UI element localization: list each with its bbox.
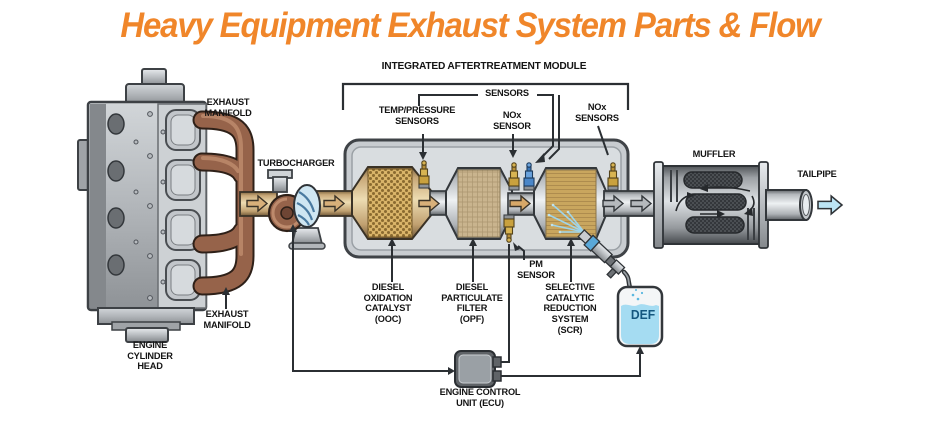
- module-bracket: [341, 82, 630, 110]
- nox-sensor-blue-icon: [523, 162, 535, 191]
- label-nox-sensors: NOx SENSORS: [575, 102, 619, 124]
- turbocharger-illustration: [267, 169, 326, 250]
- wire-turbo-to-ecu: [292, 231, 448, 372]
- sensors-line-right-a: [537, 94, 554, 157]
- wire-ecu-to-def: [500, 353, 641, 377]
- label-muffler: MUFFLER: [692, 149, 736, 160]
- page-title: Heavy Equipment Exhaust System Parts & F…: [120, 6, 820, 45]
- engine-cylinder-head-illustration: [77, 68, 208, 343]
- label-engine-cylinder-head: ENGINE CYLINDER HEAD: [127, 340, 173, 373]
- label-exhaust-manifold-bottom: EXHAUST MANIFOLD: [203, 309, 251, 331]
- exhaust-manifold-illustration: [192, 110, 255, 296]
- label-temp-pressure-sensors: TEMP/PRESSURE SENSORS: [378, 105, 456, 127]
- label-engine-control-unit: ENGINE CONTROL UNIT (ECU): [439, 387, 521, 409]
- callout-lines: [225, 82, 641, 377]
- label-selective-catalytic-reduction: SELECTIVE CATALYTIC REDUCTION SYSTEM (SC…: [543, 282, 597, 336]
- temp-pressure-sensor-icon: [418, 160, 430, 189]
- def-tank-icon: [616, 285, 664, 348]
- tailpipe-illustration: [765, 189, 813, 221]
- label-nox-sensor: NOx SENSOR: [493, 110, 531, 132]
- label-pm-sensor: PM SENSOR: [517, 259, 555, 281]
- label-turbocharger: TURBOCHARGER: [257, 158, 335, 169]
- label-diesel-oxidation-catalyst: DIESEL OXIDATION CATALYST (OOC): [363, 282, 413, 325]
- head-gasket-ports: [165, 109, 201, 301]
- label-sensors: SENSORS: [485, 88, 529, 99]
- def-droplets: [631, 289, 644, 301]
- def-injector-icon: [577, 229, 626, 279]
- label-integrated-aftertreatment-module: INTEGRATED AFTERTREATMENT MODULE: [381, 60, 587, 72]
- engine-bolts: [133, 111, 166, 301]
- muffler-illustration: [653, 161, 769, 249]
- label-diesel-particulate-filter: DIESEL PARTICULATE FILTER (OPF): [441, 282, 503, 325]
- pm-callout-line: [517, 245, 525, 260]
- def-spray: [547, 203, 585, 234]
- nox-sensor-icon: [508, 162, 520, 191]
- pm-sensor-icon: [503, 214, 515, 243]
- sensors-line-right-b: [548, 95, 560, 160]
- exhaust-exit-arrow: [817, 195, 843, 215]
- wire-pm-to-ecu: [500, 244, 510, 363]
- label-def-tank: DEF: [630, 308, 656, 322]
- scr-chamber: [533, 167, 607, 240]
- ecu-box-icon: [454, 350, 502, 388]
- muffler-flow-arrows: [675, 184, 755, 218]
- label-exhaust-manifold-top: EXHAUST MANIFOLD: [204, 97, 252, 119]
- label-tailpipe: TAILPIPE: [797, 169, 837, 180]
- engine-ports: [107, 113, 125, 276]
- arrowheads: [222, 150, 644, 375]
- nox-sensors-line: [597, 125, 609, 156]
- nox-sensors-right-icon: [607, 162, 619, 191]
- dpf-chamber: [445, 167, 513, 240]
- sensors-line-left: [418, 94, 478, 106]
